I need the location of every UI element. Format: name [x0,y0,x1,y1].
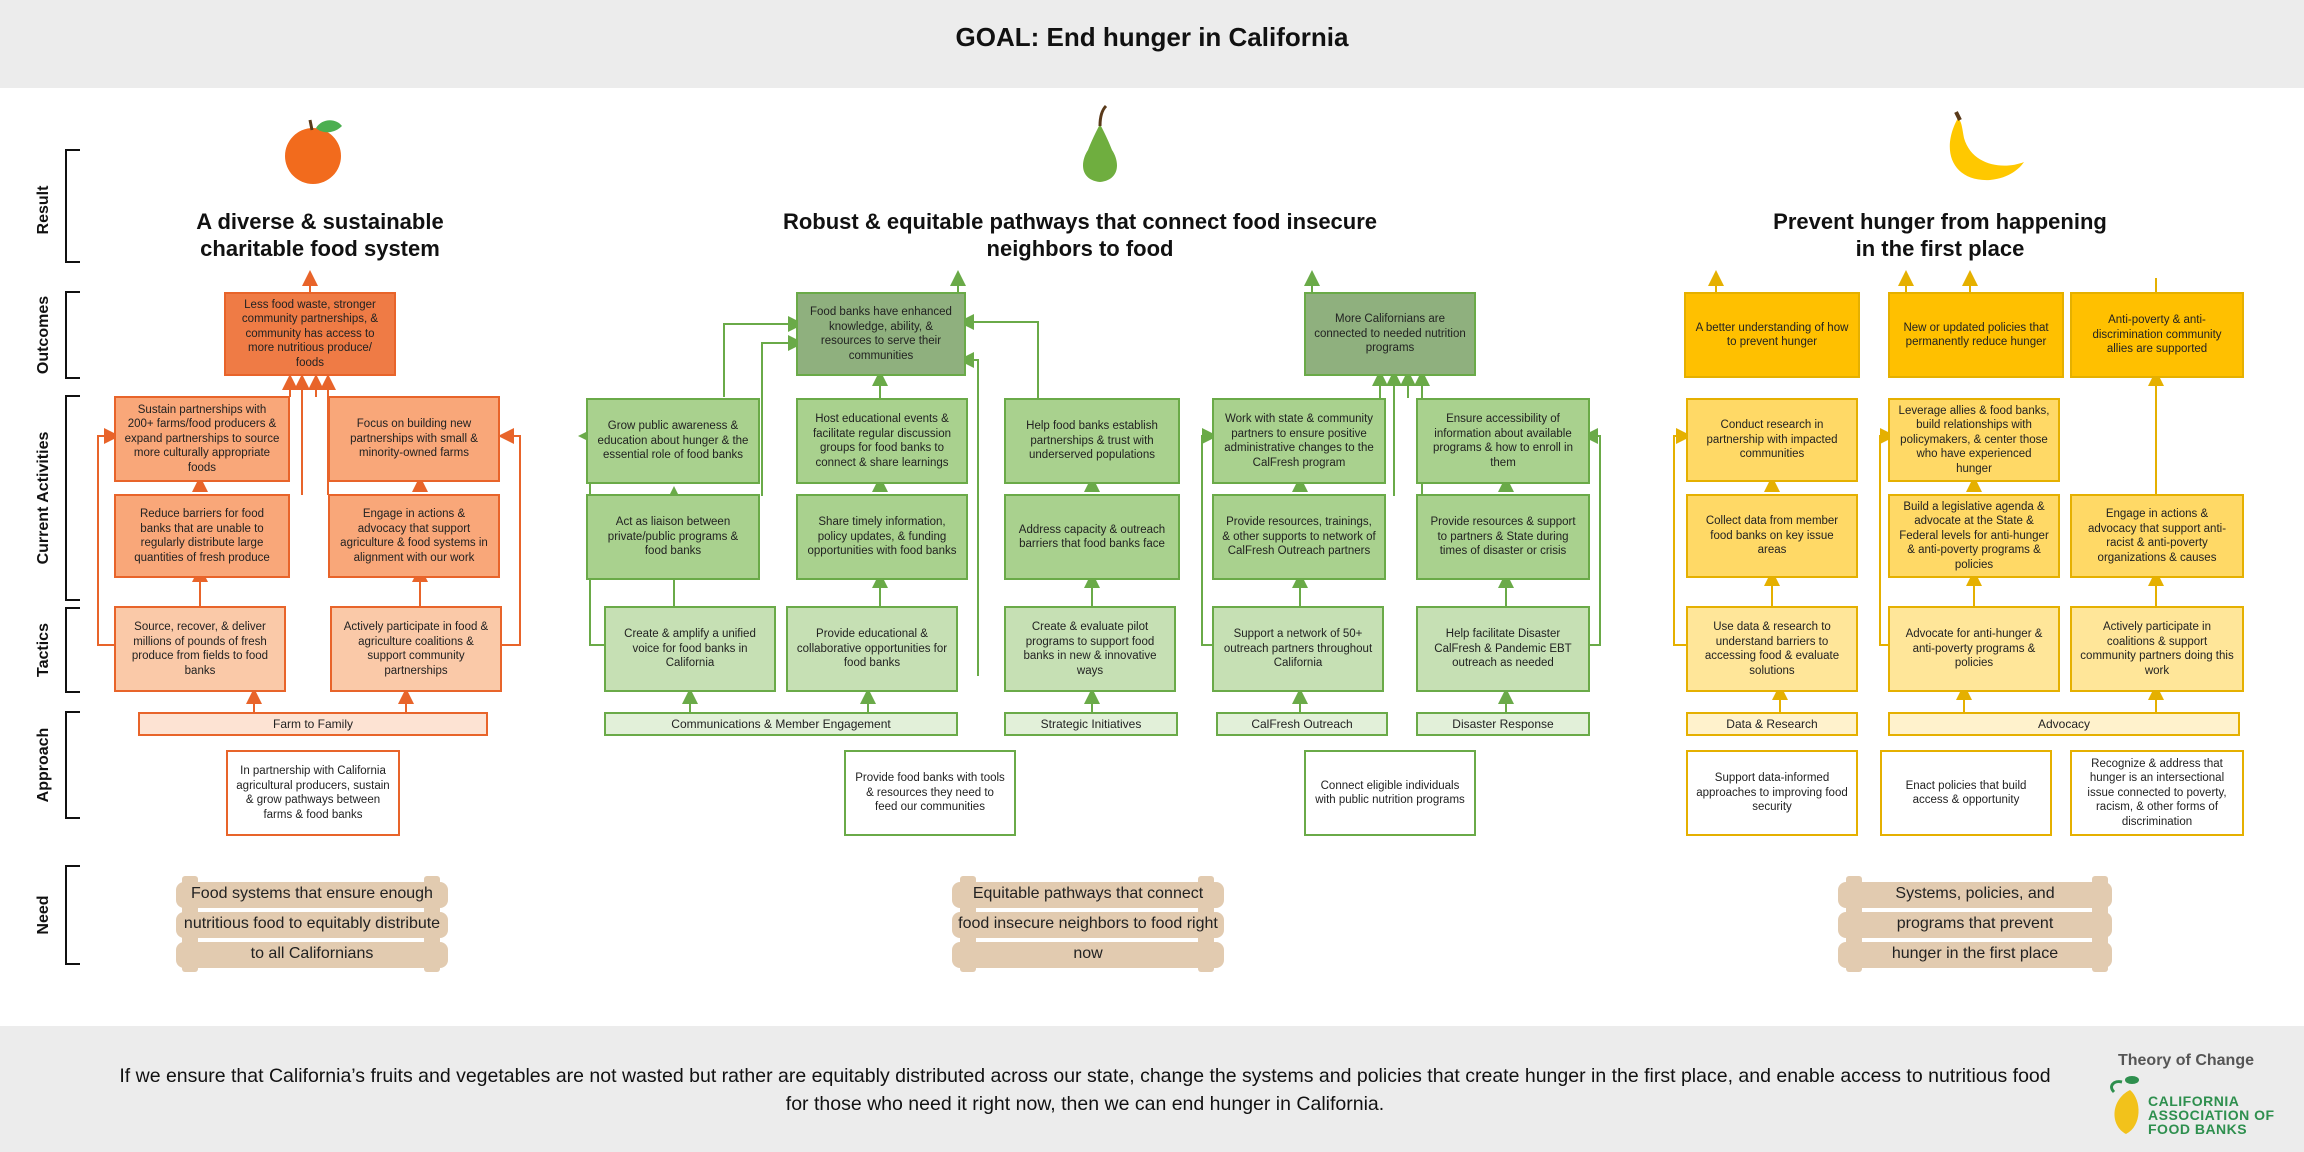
right-approach-1: Support data-informed approaches to impr… [1686,750,1858,836]
need-crate-left [176,876,448,972]
left-activity-3: Focus on building new partnerships with … [328,396,500,482]
banana-icon [1949,111,2024,181]
left-outcome: Less food waste, stronger community part… [224,292,396,376]
need-right: Systems, policies, and programs that pre… [1891,885,2059,962]
theory-of-change-label: Theory of Change [2117,1052,2254,1069]
footer-bar [0,1026,2304,1152]
pear-icon [1083,104,1117,182]
center-outcome-1: Food banks have enhanced knowledge, abil… [796,292,966,376]
right-approach-3: Recognize & address that hunger is an in… [2070,750,2244,836]
center-approach-2: Connect eligible individuals with public… [1304,750,1476,836]
right-approach-2: Enact policies that build access & oppor… [1880,750,2052,836]
center-activity-4: Share timely information, policy updates… [796,494,968,580]
center-approach-bar-2: Strategic Initiatives [1004,712,1178,736]
header-bar [0,0,2304,88]
center-approach-bar-1: Communications & Member Engagement [604,712,958,736]
center-activity-3: Host educational events & facilitate reg… [796,398,968,484]
center-activity-9: Ensure accessibility of information abou… [1416,398,1590,484]
left-approach: In partnership with California agricultu… [226,750,400,836]
right-approach-bar-1: Data & Research [1686,712,1858,736]
center-activity-10: Provide resources & support to partners … [1416,494,1590,580]
need-crate-center [952,876,1224,972]
right-tactic-2: Advocate for anti-hunger & anti-poverty … [1888,606,2060,692]
center-approach-bar-4: Disaster Response [1416,712,1590,736]
left-tactic-1: Source, recover, & deliver millions of p… [114,606,286,692]
left-tactic-2: Actively participate in food & agricultu… [330,606,502,692]
right-activity-5: Engage in actions & advocacy that suppor… [2070,494,2244,578]
right-approach-bar-2: Advocacy [1888,712,2240,736]
title-center: Robust & equitable pathways that connect… [782,209,1378,261]
orange-icon [285,119,342,184]
center-tactic-4: Support a network of 50+ outreach partne… [1212,606,1384,692]
theory-statement: If we ensure that California’s fruits an… [119,1065,2051,1115]
right-activity-3: Leverage allies & food banks, build rela… [1888,398,2060,482]
logo-text: CALIFORNIA ASSOCIATION OF FOOD BANKS [2148,1093,2275,1137]
need-center: Equitable pathways that connect food ins… [958,885,1218,962]
right-outcome-2: New or updated policies that permanently… [1888,292,2064,378]
center-tactic-1: Create & amplify a unified voice for foo… [604,606,776,692]
right-tactic-3: Actively participate in coalitions & sup… [2070,606,2244,692]
left-approach-bar: Farm to Family [138,712,488,736]
center-activity-6: Address capacity & outreach barriers tha… [1004,494,1180,580]
need-left: Food systems that ensure enough nutritio… [183,885,441,962]
left-activity-2: Reduce barriers for food banks that are … [114,494,290,578]
right-tactic-1: Use data & research to understand barrie… [1686,606,1858,692]
title-left: A diverse & sustainable charitable food … [196,209,444,261]
right-activity-4: Build a legislative agenda & advocate at… [1888,494,2060,578]
center-tactic-2: Provide educational & collaborative oppo… [786,606,958,692]
center-approach-1: Provide food banks with tools & resource… [844,750,1016,836]
title-right: Prevent hunger from happening in the fir… [1773,209,2107,261]
right-outcome-1: A better understanding of how to prevent… [1684,292,1860,378]
center-tactic-3: Create & evaluate pilot programs to supp… [1004,606,1176,692]
center-activity-5: Help food banks establish partnerships &… [1004,398,1180,484]
need-crate-right [1838,876,2112,972]
center-outcome-2: More Californians are connected to neede… [1304,292,1476,376]
right-activity-2: Collect data from member food banks on k… [1686,494,1858,578]
right-outcome-3: Anti-poverty & anti-discrimination commu… [2070,292,2244,378]
left-activity-4: Engage in actions & advocacy that suppor… [328,494,500,578]
goal-title: GOAL: End hunger in California [955,22,1349,52]
center-tactic-5: Help facilitate Disaster CalFresh & Pand… [1416,606,1590,692]
center-activity-8: Provide resources, trainings, & other su… [1212,494,1386,580]
center-approach-bar-3: CalFresh Outreach [1216,712,1388,736]
center-activity-2: Act as liaison between private/public pr… [586,494,760,580]
right-activity-1: Conduct research in partnership with imp… [1686,398,1858,482]
left-activity-1: Sustain partnerships with 200+ farms/foo… [114,396,290,482]
center-activity-1: Grow public awareness & education about … [586,398,760,484]
center-activity-7: Work with state & community partners to … [1212,398,1386,484]
